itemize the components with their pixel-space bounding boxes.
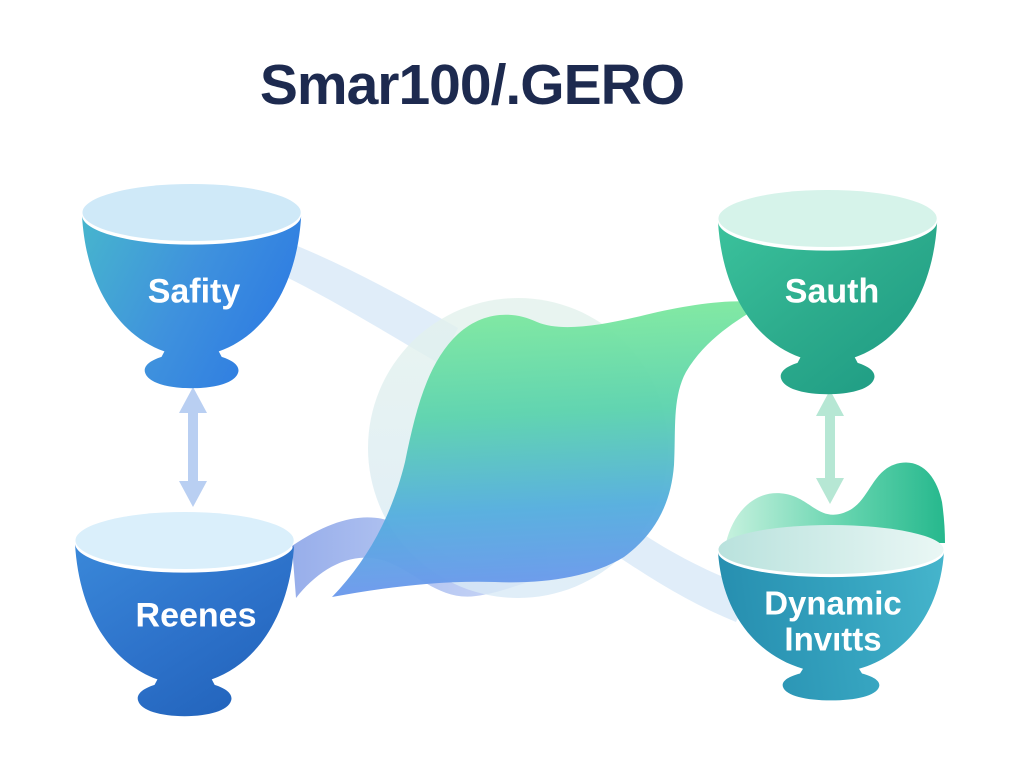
connector-top-left — [280, 240, 458, 364]
double-arrow-right-icon — [816, 390, 844, 504]
bowl-label-reenes: Reenes — [135, 596, 257, 635]
bowl-label-sauth: Sauth — [784, 272, 880, 311]
bowl-label-dynamic: Dynamic Invıtts — [764, 584, 902, 659]
bowl-label-dynamic-line1: Dynamic — [764, 584, 902, 622]
center-blob — [332, 301, 766, 597]
bowl-rim — [75, 511, 294, 569]
bowl-label-safity: Safity — [147, 272, 241, 311]
liquid-wave — [726, 462, 945, 543]
double-arrow-left-icon — [179, 387, 207, 507]
bowl-label-dynamic-line2: Invıtts — [784, 621, 882, 658]
bowl-rim — [718, 189, 937, 247]
page-title: Smar100/.GERO — [259, 53, 685, 117]
bowl-rim — [82, 183, 301, 241]
bowl-rim — [718, 525, 944, 574]
